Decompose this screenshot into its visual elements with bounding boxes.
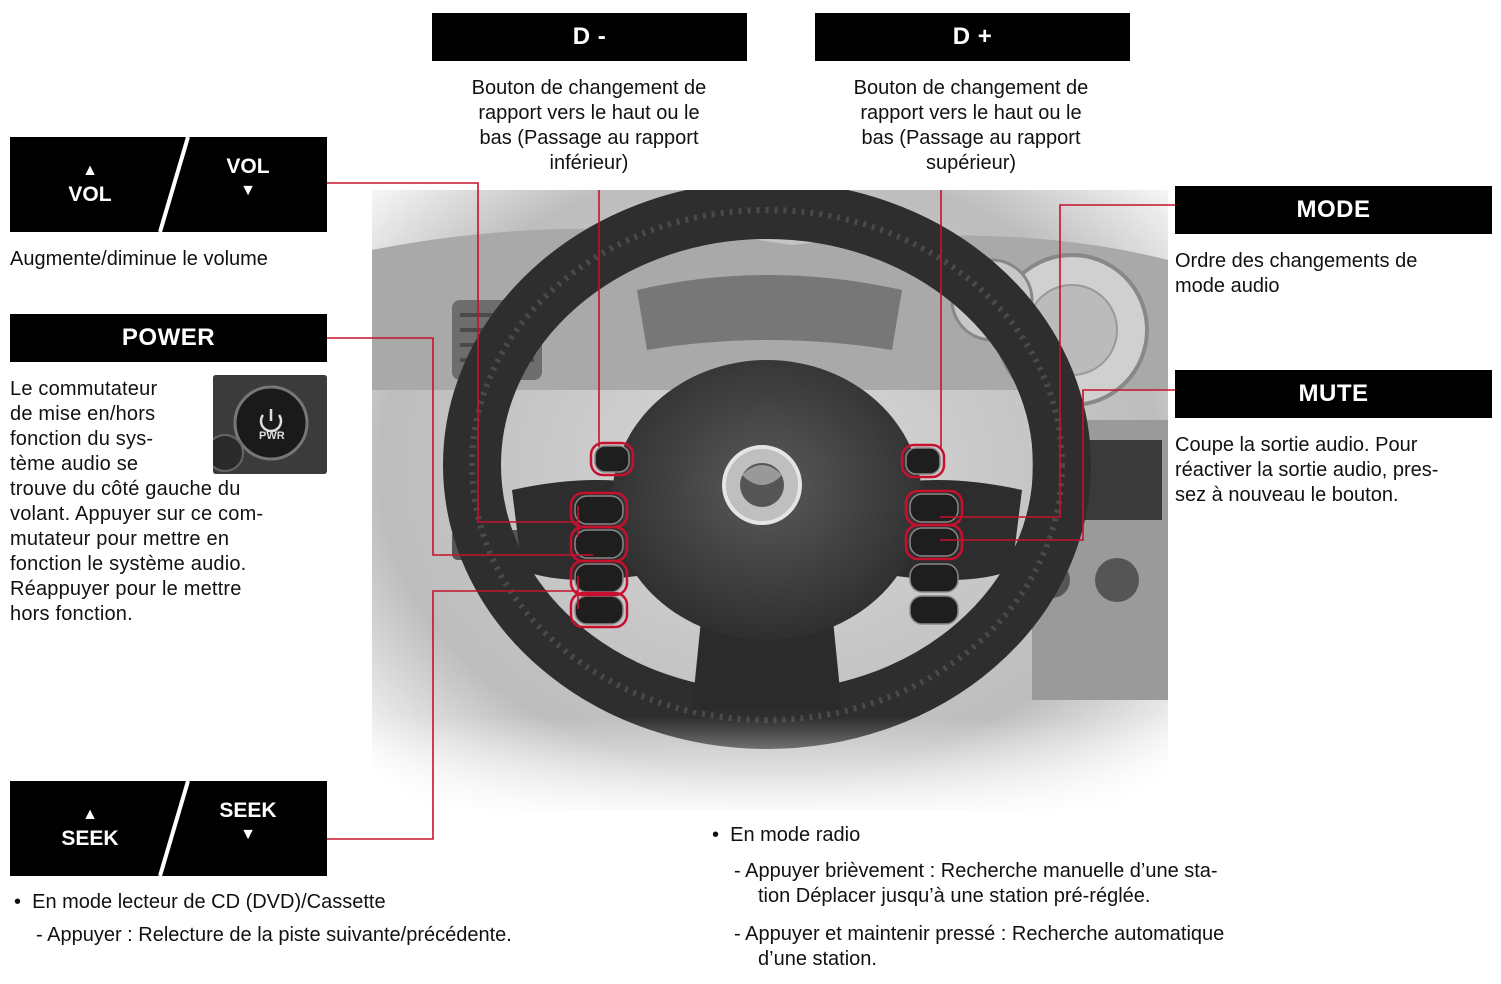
steering-wheel-photo [372, 190, 1168, 810]
triangle-down-icon: ▼ [240, 182, 256, 199]
cd-mode-bullet: • En mode lecteur de CD (DVD)/Cassette [14, 891, 386, 913]
seek-up-label: ▲ SEEK [45, 803, 135, 851]
mode-label: MODE [1175, 186, 1492, 234]
seek-button-badge: ▲ SEEK SEEK ▼ [10, 781, 327, 876]
d-plus-label: D + [815, 13, 1130, 61]
mode-description: Ordre des changements de mode audio [1175, 250, 1418, 297]
radio-mode-item-short-press: - Appuyer brièvement : Recherche manuell… [734, 860, 1218, 907]
d-minus-description: Bouton de changement de rapport vers le … [471, 77, 707, 174]
volume-up-label: ▲ VOL [45, 159, 135, 207]
power-thumb-text: PWR [259, 430, 285, 442]
power-label: POWER [10, 314, 327, 362]
mute-description: Coupe la sortie audio. Pour réactiver la… [1175, 434, 1439, 506]
d-minus-label: D - [432, 13, 747, 61]
triangle-down-icon: ▼ [240, 826, 256, 843]
power-button-thumbnail: PWR [213, 375, 327, 474]
volume-description: Augmente/diminue le volume [10, 248, 268, 270]
bullet-icon: • [712, 824, 731, 846]
triangle-up-icon: ▲ [82, 162, 98, 179]
bullet-icon: • [14, 891, 33, 913]
radio-mode-bullet: • En mode radio [712, 824, 861, 846]
radio-mode-item-long-press: - Appuyer et maintenir pressé : Recherch… [734, 923, 1225, 970]
mute-label: MUTE [1175, 370, 1492, 418]
d-plus-description: Bouton de changement de rapport vers le … [853, 77, 1089, 174]
triangle-up-icon: ▲ [82, 806, 98, 823]
volume-down-label: VOL ▼ [203, 155, 293, 203]
power-description: Le commutateur de mise en/hors fonction … [10, 378, 264, 625]
cd-mode-item: - Appuyer : Relecture de la piste suivan… [36, 924, 512, 946]
seek-down-label: SEEK ▼ [203, 799, 293, 847]
volume-button-badge: ▲ VOL VOL ▼ [10, 137, 327, 232]
